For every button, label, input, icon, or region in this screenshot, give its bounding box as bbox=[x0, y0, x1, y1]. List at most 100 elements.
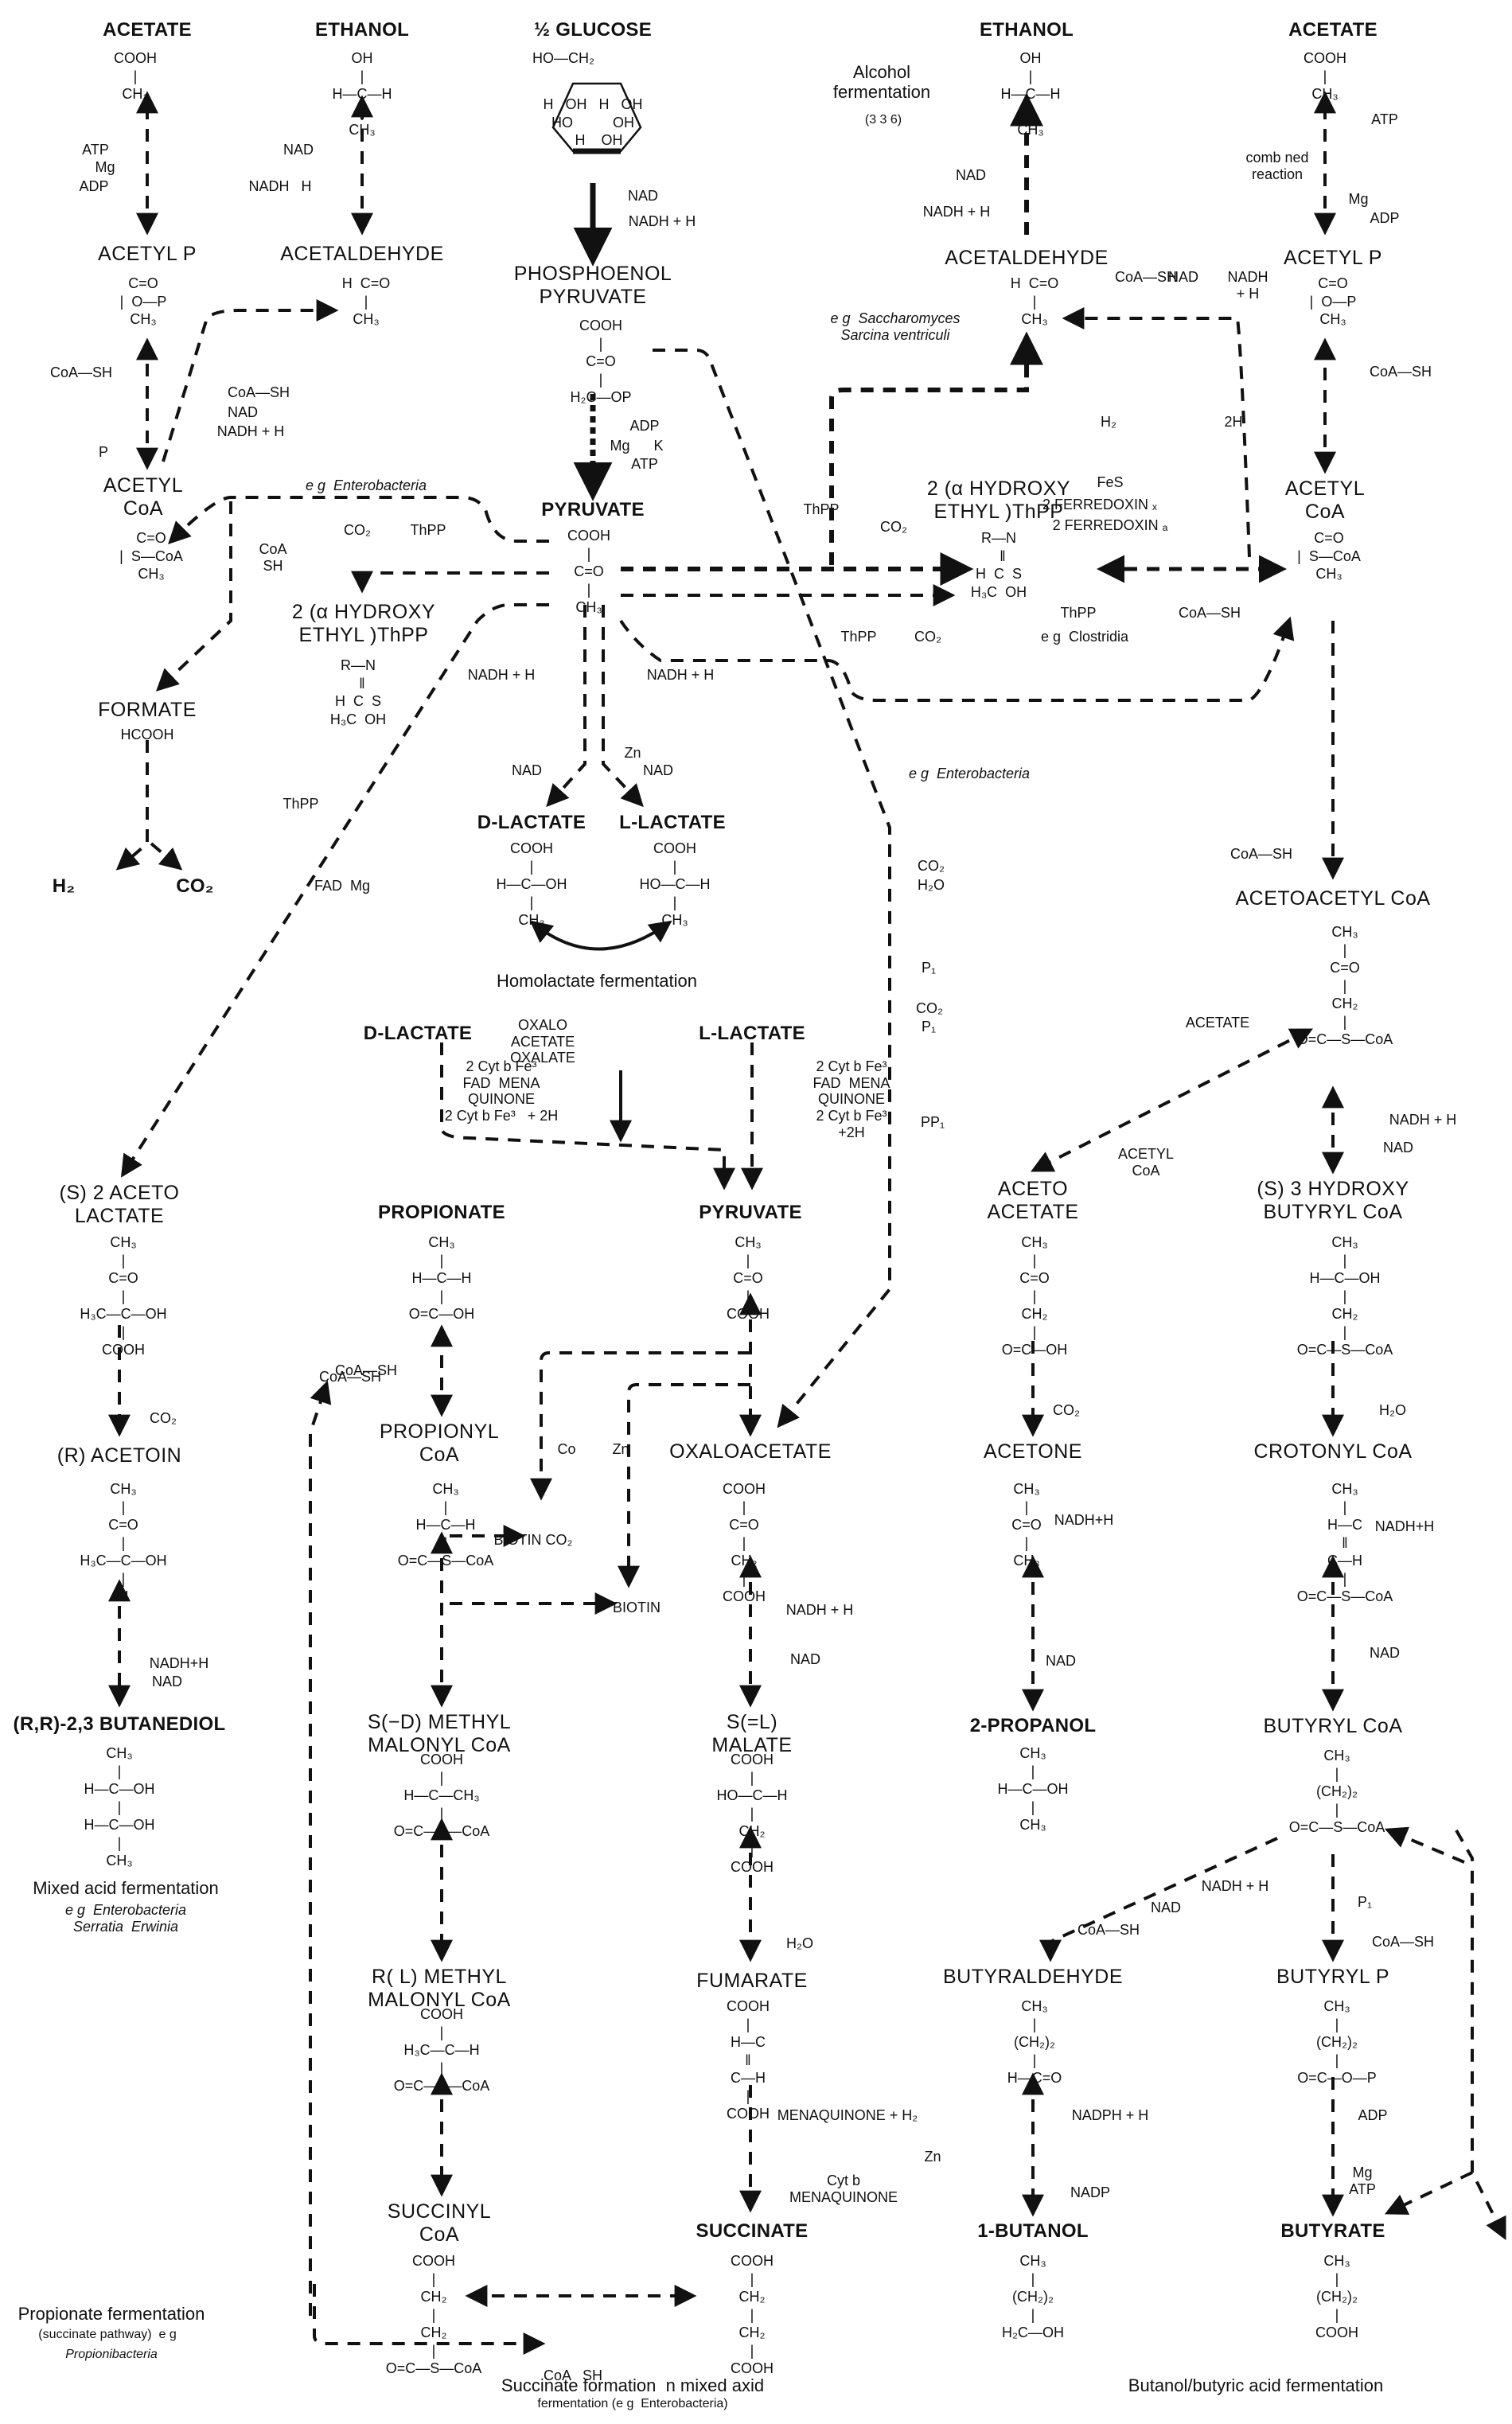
cofactor-label: 2 FERREDOXIN ₓ bbox=[1042, 497, 1157, 512]
structural-formula: CH₃ | H—C—OH | CH₃ bbox=[997, 1745, 1069, 1833]
arrow-pyruvate-llactate bbox=[602, 605, 644, 808]
cofactor-label: H₂O bbox=[918, 877, 945, 893]
product-dlactate: D-LACTATE bbox=[477, 812, 586, 833]
structural-formula: CH₃ | C=O | H₃C—C—OH | COOH bbox=[80, 1234, 167, 1358]
cofactor-label: ADP bbox=[629, 418, 660, 434]
structural-formula: CH₃ | H—C ‖ C—H | O=C—S—CoA bbox=[1296, 1481, 1393, 1604]
cofactor-label: NADH + H bbox=[785, 1602, 854, 1618]
cofactor-label: H₂ bbox=[1101, 414, 1116, 430]
cofactor-label: NAD bbox=[511, 762, 543, 778]
structural-formula: H C=O | CH₃ bbox=[1010, 275, 1059, 327]
annotation-note: e g Enterobacteria bbox=[908, 766, 1031, 781]
arrow-thpp-acetaldehyde bbox=[829, 331, 1043, 565]
product-ethanol_r: ETHANOL bbox=[979, 19, 1074, 41]
structural-formula: HO—CH₂ bbox=[532, 50, 594, 66]
structural-formula: COOH | H₃C—C—H | O=C—S—CoA bbox=[393, 2006, 490, 2094]
arrow-lactate-racemase bbox=[529, 920, 672, 951]
cofactor-label: NADH + H bbox=[1389, 1112, 1457, 1128]
structural-formula: R—N ‖ H C S H₃C OH bbox=[970, 530, 1027, 600]
cofactor-label: H₂O bbox=[786, 1935, 813, 1951]
annotation-note: e g Enterobacteria bbox=[305, 477, 427, 493]
annotation-note: Alcohol fermentation bbox=[832, 62, 931, 103]
cofactor-label: NADH + H bbox=[628, 213, 696, 229]
intermediate-label: OXALOACETATE bbox=[669, 1440, 832, 1463]
cofactor-label: Zn bbox=[624, 745, 641, 761]
product-dlactate2: D-LACTATE bbox=[363, 1023, 473, 1044]
cofactor-label: NADH + H bbox=[467, 667, 536, 683]
cofactor-label: P₁ bbox=[1357, 1894, 1373, 1910]
cofactor-label: CoA—SH bbox=[1077, 1922, 1140, 1938]
intermediate-label: ACETYL CoA bbox=[103, 474, 184, 520]
product-pyruvate2: PYRUVATE bbox=[699, 1202, 802, 1223]
annotation-note: (succinate pathway) e g bbox=[38, 2328, 177, 2341]
structural-formula: HCOOH bbox=[120, 727, 174, 742]
structural-formula: C=O | O—P CH₃ bbox=[1309, 275, 1357, 327]
cofactor-label: Cyt b MENAQUINONE bbox=[789, 2173, 898, 2205]
annotation-note: Homolactate fermentation bbox=[497, 971, 697, 991]
cofactor-label: ADP bbox=[79, 178, 109, 194]
arrow-pyruvate-dlactate bbox=[546, 605, 586, 808]
intermediate-label: S(=L) MALATE bbox=[711, 1711, 793, 1756]
cofactor-label: NADH + H bbox=[216, 423, 285, 439]
annotation-note: Succinate formation n mixed axid bbox=[501, 2375, 765, 2395]
cofactor-label: NAD bbox=[1382, 1140, 1414, 1155]
structural-formula: C=O | O—P CH₃ bbox=[119, 275, 167, 327]
arrow-pyruvate-acetylcoa-right bbox=[619, 616, 1295, 702]
annotation-note: (3 3 6) bbox=[864, 113, 902, 127]
product-propionate: PROPIONATE bbox=[378, 1202, 505, 1223]
cofactor-label: Co bbox=[557, 1441, 576, 1457]
annotation-note: e g Enterobacteria Serratia Erwinia bbox=[64, 1902, 187, 1935]
cofactor-label: 2H bbox=[1224, 414, 1243, 430]
cofactor-label: FeS bbox=[1097, 474, 1124, 490]
cofactor-label: CoA—SH bbox=[1369, 364, 1432, 380]
cofactor-label: H₂O bbox=[1379, 1402, 1406, 1418]
cofactor-label: P bbox=[98, 444, 109, 460]
cofactor-label: Mg K bbox=[610, 438, 664, 454]
arrow-y-split-butyrate bbox=[1384, 2171, 1473, 2216]
annotation-note: Butanol/butyric acid fermentation bbox=[1128, 2375, 1384, 2395]
structural-formula: COOH | C=O | CH₂ | COOH bbox=[723, 1481, 766, 1604]
structural-formula: CH₃ | (CH₂)₂ | COOH bbox=[1315, 2253, 1358, 2340]
structural-formula: OH | H—C—H | CH₃ bbox=[1000, 50, 1061, 138]
cofactor-label: CoA—SH bbox=[1371, 1934, 1435, 1950]
cofactor-label: NAD bbox=[1369, 1645, 1401, 1661]
cofactor-label: NAD bbox=[151, 1674, 183, 1689]
arrow-pep-oxaloacetate bbox=[653, 349, 891, 1428]
product-ethanol_l: ETHANOL bbox=[314, 19, 410, 41]
arrow-y-split-right bbox=[1455, 1830, 1506, 2241]
cofactor-label: CoA—SH bbox=[318, 1369, 382, 1385]
intermediate-label: FUMARATE bbox=[696, 1970, 808, 1992]
cofactor-label: P₁ bbox=[921, 960, 937, 976]
structural-formula: COOH | C=O | H₂C—OP bbox=[570, 318, 632, 405]
cofactor-label: ACETYL CoA bbox=[1117, 1146, 1175, 1179]
arrow-butyryl-butyraldehyde bbox=[1039, 1837, 1278, 1962]
cofactor-label: MENAQUINONE + H₂ bbox=[777, 2107, 918, 2123]
structural-formula: CH₃ | (CH₂)₂ | H₂C—OH bbox=[1002, 2253, 1064, 2340]
intermediate-label: ACETALDEHYDE bbox=[280, 243, 444, 265]
cofactor-label: NADH+H bbox=[1374, 1518, 1435, 1534]
arrow-pyruvate-hydroxyethyl bbox=[351, 571, 549, 594]
product-butyrate: BUTYRATE bbox=[1280, 2220, 1385, 2242]
intermediate-label: PROPIONYL CoA bbox=[379, 1420, 500, 1466]
arrow-biotin bbox=[618, 1383, 750, 1588]
cofactor-label: 2 Cyt b Fe³ FAD MENA QUINONE 2 Cyt b Fe³… bbox=[444, 1058, 559, 1124]
cofactor-label: CoA—SH bbox=[334, 1362, 398, 1378]
intermediate-label: BUTYRALDEHYDE bbox=[943, 1966, 1123, 1988]
intermediate-label: S(−D) METHYL MALONYL CoA bbox=[367, 1711, 512, 1756]
cofactor-label: CO₂ bbox=[880, 519, 907, 535]
cofactor-label: CO₂ bbox=[918, 858, 945, 874]
cofactor-label: BIOTIN CO₂ bbox=[493, 1532, 573, 1548]
cofactor-label: CoA—SH bbox=[1114, 269, 1178, 285]
glucose-ring bbox=[551, 82, 642, 154]
cofactor-label: P₁ bbox=[921, 1019, 937, 1035]
annotation-note: comb ned reaction bbox=[1245, 150, 1309, 182]
cofactor-label: ATP bbox=[1371, 111, 1398, 127]
structural-formula: COOH | HO—C—H | CH₂ | COOH bbox=[716, 1752, 788, 1875]
arrow-formate-h2 bbox=[115, 740, 149, 871]
structural-formula: COOH | HO—C—H | CH₃ bbox=[639, 840, 711, 928]
cofactor-label: CO₂ bbox=[1053, 1402, 1080, 1418]
cofactor-label: CoA—SH bbox=[227, 384, 290, 400]
intermediate-label: SUCCINYL CoA bbox=[387, 2200, 492, 2246]
intermediate-label: (S) 3 HYDROXY BUTYRYL CoA bbox=[1257, 1178, 1409, 1223]
intermediate-label: 2 (α HYDROXY ETHYL )ThPP bbox=[926, 477, 1071, 523]
